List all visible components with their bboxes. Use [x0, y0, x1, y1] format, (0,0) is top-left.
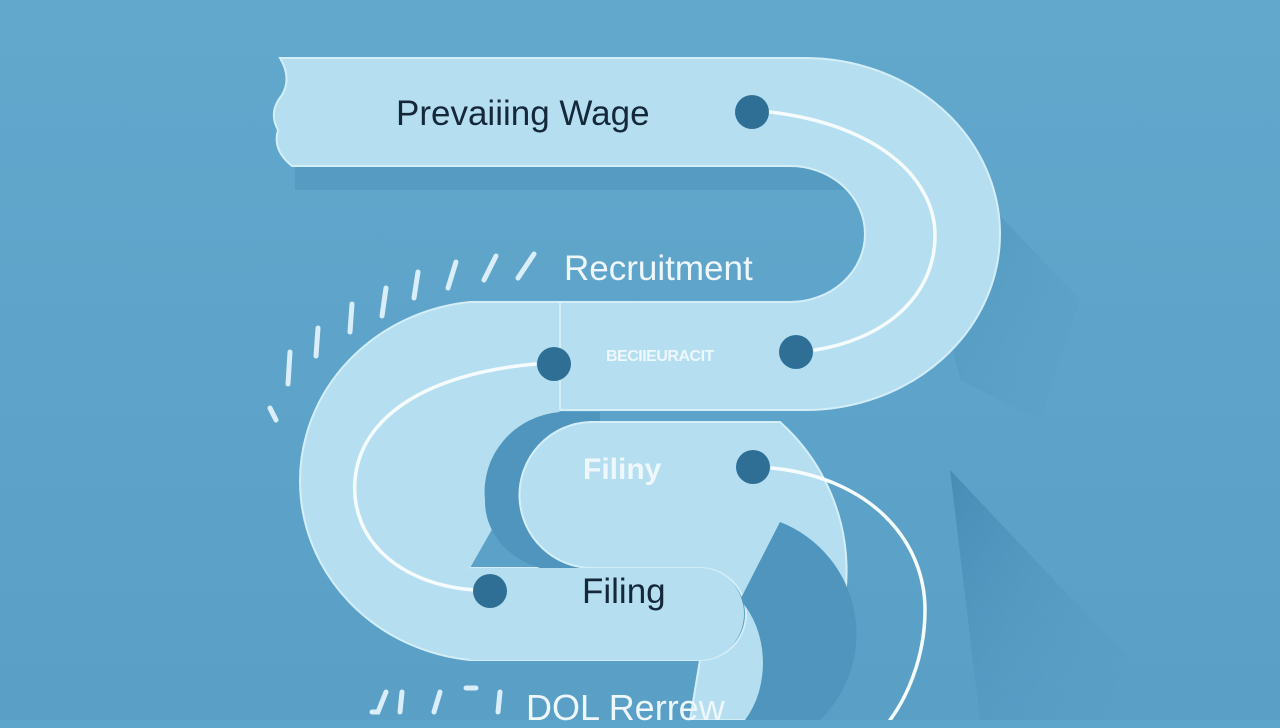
connector-lines [352, 110, 937, 720]
step-label-filiny: Filiny [583, 453, 662, 486]
node-prevailing-wage [735, 95, 769, 129]
filing-bar [470, 568, 744, 660]
step-label-prevailing-wage: Prevaiiing Wage [396, 94, 650, 133]
node-recruitment-right [779, 335, 813, 369]
node-dots [473, 95, 813, 608]
step-label-recruitment-sub: BECIIEURACIT [606, 348, 714, 365]
node-filiny [736, 450, 770, 484]
motion-ticks [267, 251, 537, 715]
path-segment-top [272, 57, 1001, 411]
step-label-dol-review: DOL Rerrew [526, 687, 725, 728]
step-label-filing: Filing [582, 572, 666, 611]
node-recruitment-left [537, 347, 571, 381]
step-label-recruitment: Recruitment [564, 249, 753, 288]
node-filing [473, 574, 507, 608]
